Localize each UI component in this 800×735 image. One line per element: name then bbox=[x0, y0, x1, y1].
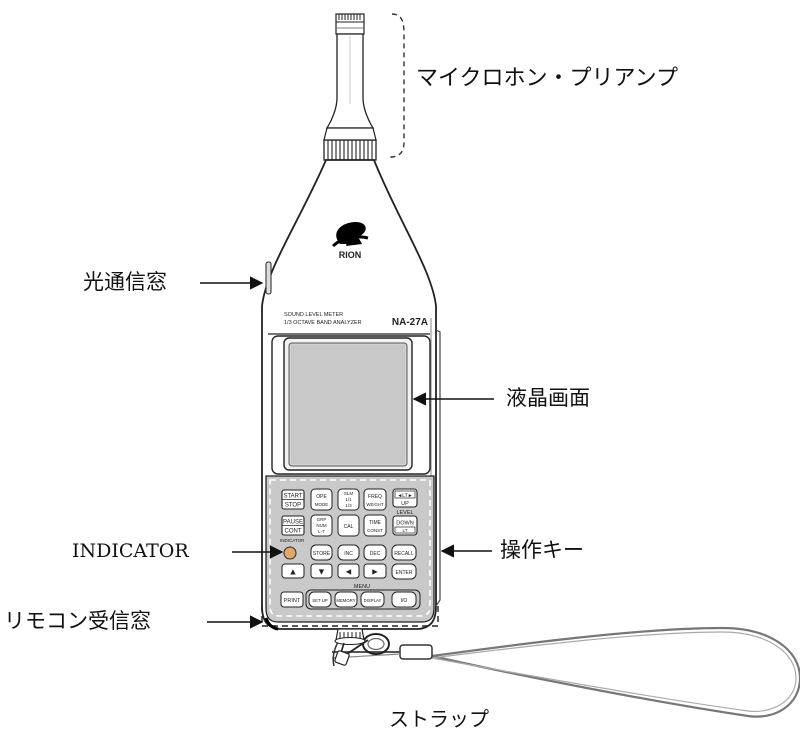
menu-group bbox=[305, 589, 421, 610]
indicator-small-label: INDICATOR bbox=[280, 538, 305, 543]
cal-key[interactable]: CAL bbox=[337, 514, 360, 537]
svg-text:PAUSE: PAUSE bbox=[283, 520, 303, 526]
svg-text:I/O: I/O bbox=[401, 598, 408, 604]
inc-key[interactable]: INC bbox=[337, 544, 360, 561]
remote-window-label: リモコン受信窓 bbox=[4, 609, 151, 633]
indicator-label: INDICATOR bbox=[72, 540, 189, 562]
setup-key[interactable]: SET UP bbox=[308, 591, 332, 608]
enter-key[interactable]: ENTER bbox=[391, 563, 417, 580]
level-label: LEVEL bbox=[396, 510, 413, 516]
print-key[interactable]: PRINT bbox=[280, 591, 304, 608]
recall-key[interactable]: RECALL bbox=[391, 544, 417, 561]
svg-text:1/3: 1/3 bbox=[345, 503, 352, 508]
rion-logo: RION bbox=[331, 222, 369, 260]
level-down-key[interactable]: DOWN LT bbox=[392, 515, 418, 536]
svg-text:FREQ: FREQ bbox=[368, 494, 382, 500]
lcd-label: 液晶画面 bbox=[506, 386, 590, 410]
svg-text:WEIGHT: WEIGHT bbox=[366, 502, 384, 507]
microphone bbox=[323, 13, 377, 161]
freq-weight-key[interactable]: FREQ WEIGHT bbox=[363, 488, 387, 511]
svg-text:SLM: SLM bbox=[344, 491, 354, 496]
svg-text:CONT: CONT bbox=[285, 529, 302, 535]
strap-mount bbox=[334, 628, 366, 666]
svg-text:START: START bbox=[283, 494, 302, 500]
svg-text:CONST: CONST bbox=[367, 528, 383, 533]
svg-text:TIME: TIME bbox=[369, 520, 382, 526]
svg-text:◄: ◄ bbox=[344, 567, 353, 577]
svg-text:LT: LT bbox=[403, 528, 408, 533]
strap-label: ストラップ bbox=[389, 707, 489, 731]
svg-text:1/1: 1/1 bbox=[345, 497, 352, 502]
optical-window-label: 光通信窓 bbox=[83, 270, 167, 294]
svg-text:ENTER: ENTER bbox=[396, 570, 413, 576]
svg-text:MODE: MODE bbox=[315, 502, 329, 507]
svg-text:NUM: NUM bbox=[316, 523, 326, 528]
model-id: NA-27A bbox=[392, 317, 428, 328]
arrow-up-key[interactable]: ▲ bbox=[281, 563, 305, 579]
svg-text:L-T: L-T bbox=[318, 529, 325, 534]
start-stop-key[interactable]: START STOP bbox=[281, 489, 305, 510]
arrow-left-key[interactable]: ◄ bbox=[337, 563, 360, 579]
svg-text:DISPLAY: DISPLAY bbox=[364, 598, 382, 603]
optical-window bbox=[265, 261, 272, 295]
slm-key[interactable]: SLM 1/1 1/3 bbox=[337, 488, 360, 511]
svg-text:OPE: OPE bbox=[316, 494, 327, 500]
grp-num-key[interactable]: GRP NUM L-T bbox=[310, 514, 333, 537]
svg-text:◄LT►: ◄LT► bbox=[397, 493, 412, 499]
svg-text:PRINT: PRINT bbox=[284, 598, 301, 604]
model-line1: SOUND LEVEL METER bbox=[284, 312, 343, 318]
memory-key[interactable]: MEMORY bbox=[334, 591, 358, 608]
svg-text:▼: ▼ bbox=[317, 567, 326, 577]
dec-key[interactable]: DEC bbox=[363, 544, 387, 561]
io-key[interactable]: I/O bbox=[391, 591, 417, 608]
model-line2: 1/3 OCTAVE BAND ANALYZER bbox=[284, 320, 362, 326]
svg-text:STOP: STOP bbox=[285, 503, 301, 509]
svg-text:CAL: CAL bbox=[344, 524, 354, 530]
svg-text:RECALL: RECALL bbox=[394, 551, 414, 557]
svg-text:INC: INC bbox=[344, 551, 353, 557]
remote-window bbox=[264, 617, 279, 631]
svg-text:STORE: STORE bbox=[313, 551, 331, 557]
keys-label: 操作キー bbox=[500, 538, 584, 562]
time-const-key[interactable]: TIME CONST bbox=[363, 514, 387, 537]
brand-text: RION bbox=[339, 250, 362, 260]
svg-text:MEMORY: MEMORY bbox=[336, 598, 355, 603]
menu-label: MENU bbox=[354, 584, 370, 590]
arrow-down-key[interactable]: ▼ bbox=[310, 563, 333, 579]
lcd-screen bbox=[271, 335, 431, 475]
mic-bracket bbox=[389, 13, 405, 158]
microphone-label: マイクロホン・プリアンプ bbox=[416, 66, 679, 91]
arrow-right-key[interactable]: ► bbox=[363, 563, 387, 579]
svg-text:▲: ▲ bbox=[289, 567, 298, 577]
pause-cont-key[interactable]: PAUSE CONT bbox=[281, 515, 305, 536]
indicator-lamp bbox=[283, 546, 297, 560]
svg-text:GRP: GRP bbox=[317, 517, 327, 522]
display-key[interactable]: DISPLAY bbox=[360, 591, 385, 608]
store-key[interactable]: STORE bbox=[310, 544, 333, 561]
strap bbox=[331, 626, 800, 718]
svg-text:DOWN: DOWN bbox=[396, 521, 413, 527]
svg-text:UP: UP bbox=[401, 501, 409, 507]
level-up-key[interactable]: ◄LT► UP bbox=[392, 488, 418, 508]
svg-text:SET UP: SET UP bbox=[312, 598, 328, 603]
ope-mode-key[interactable]: OPE MODE bbox=[310, 488, 333, 511]
svg-text:►: ► bbox=[371, 567, 380, 577]
svg-text:DEC: DEC bbox=[370, 551, 381, 557]
